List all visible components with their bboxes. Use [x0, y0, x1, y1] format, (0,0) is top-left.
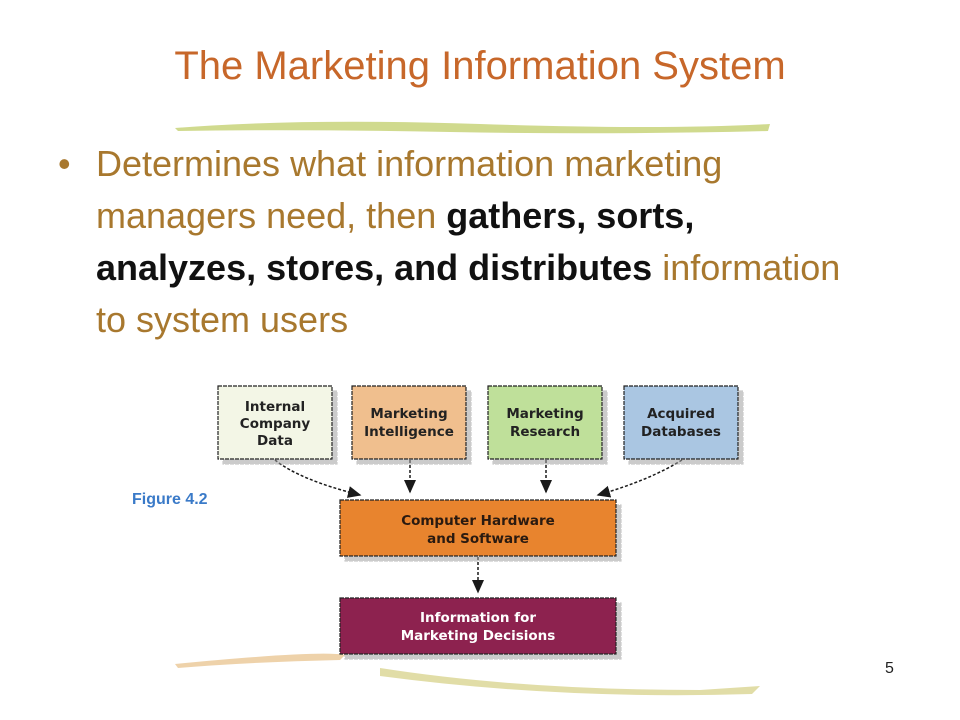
bottom-stroke	[380, 668, 760, 696]
box-output-line-1: Information for	[420, 610, 536, 626]
bullet-bold: gathers, sorts, analyzes, stores, and di…	[96, 195, 695, 288]
box-acquired-databases: Acquired Databases	[623, 385, 739, 460]
box-processor-line-1: Computer Hardware	[401, 513, 555, 529]
box-intelligence-line-2: Intelligence	[364, 424, 454, 440]
title-underline-stroke	[175, 121, 770, 134]
box-information-for-decisions: Information for Marketing Decisions	[339, 597, 617, 655]
bullet-tail: information to system users	[96, 247, 841, 340]
box-marketing-intelligence: Marketing Intelligence	[351, 385, 467, 460]
bullet-lead: Determines what information marketing ma…	[96, 143, 723, 236]
box-computer-hardware-software: Computer Hardware and Software	[339, 499, 617, 557]
arrow-internal-to-processor	[274, 459, 362, 498]
slide-title: The Marketing Information System	[174, 44, 786, 88]
box-internal-line-1: Internal	[245, 399, 305, 415]
box-marketing-research: Marketing Research	[487, 385, 603, 460]
bottom-left-stroke	[175, 653, 345, 668]
box-internal-line-3: Data	[257, 433, 293, 449]
box-databases-line-2: Databases	[641, 424, 721, 440]
bullet-text: Determines what information marketing ma…	[96, 138, 856, 346]
box-internal-line-2: Company	[240, 416, 311, 432]
box-databases-line-1: Acquired	[647, 406, 715, 422]
box-research-line-1: Marketing	[506, 406, 583, 422]
box-processor-line-2: and Software	[427, 531, 529, 547]
box-internal-company-data: Internal Company Data	[217, 385, 333, 460]
figure-label: Figure 4.2	[132, 491, 208, 508]
arrow-databases-to-processor	[596, 459, 683, 498]
box-intelligence-line-1: Marketing	[370, 406, 447, 422]
bullet-dot: •	[58, 143, 71, 184]
slide-number: 5	[885, 660, 894, 677]
box-output-line-2: Marketing Decisions	[401, 628, 556, 644]
box-research-line-2: Research	[510, 424, 580, 440]
